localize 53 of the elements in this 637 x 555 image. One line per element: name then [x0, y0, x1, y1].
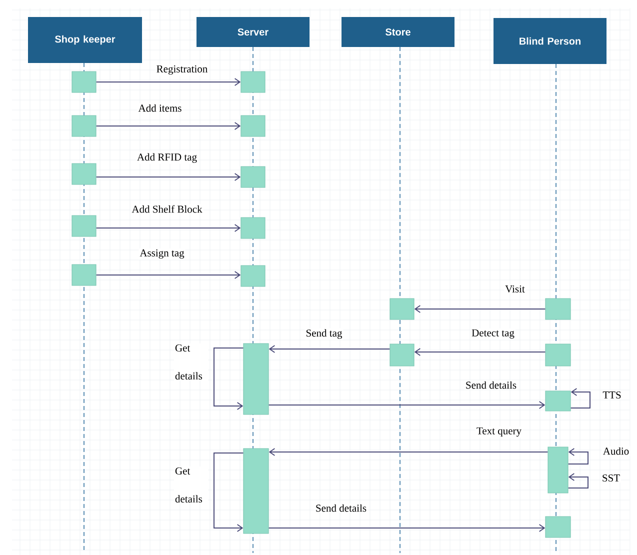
activation-box	[240, 166, 266, 188]
activation-box	[545, 344, 571, 366]
arrow	[214, 452, 244, 532]
activation-box	[240, 71, 266, 93]
edge-label: Detect tag	[470, 328, 516, 340]
arrow	[96, 224, 241, 232]
arrow	[570, 388, 590, 408]
arrow	[568, 448, 588, 464]
edge-label: Audio	[602, 446, 630, 456]
activation-box	[240, 217, 266, 239]
arrow	[414, 305, 546, 313]
arrow	[568, 473, 588, 488]
activation-box	[545, 516, 571, 538]
arrow	[214, 348, 244, 410]
activation-box	[240, 265, 266, 287]
arrow	[268, 524, 546, 532]
activation-box	[390, 298, 414, 320]
edge-label: Send tag	[304, 328, 344, 340]
activation-box	[240, 115, 266, 137]
edge-label: Get details	[174, 466, 208, 504]
activation-box	[545, 390, 571, 412]
activation-box	[72, 215, 96, 237]
activation-box	[72, 71, 96, 93]
arrow	[268, 448, 548, 456]
arrow	[96, 271, 241, 279]
edge-label: Visit	[504, 284, 526, 294]
lifeline-header: Shop keeper	[28, 17, 142, 63]
arrow	[268, 401, 546, 409]
edge-label: Send details	[314, 503, 368, 513]
lifeline-header: Server	[196, 17, 310, 47]
edge-label: Add RFID tag	[136, 152, 198, 164]
edge-label: Get details	[174, 343, 208, 381]
arrow	[96, 173, 241, 181]
edge-label: Add Shelf Block	[130, 204, 204, 214]
edge-label: Assign tag	[138, 248, 186, 260]
edge-label: SST	[600, 473, 622, 483]
lifeline-header: Blind Person	[494, 18, 606, 64]
activation-box	[548, 446, 568, 494]
activation-box	[390, 344, 414, 366]
activation-box	[545, 298, 571, 320]
arrow	[268, 345, 390, 353]
activation-box	[243, 448, 269, 534]
edge-label: Add items	[137, 103, 183, 113]
arrow	[414, 348, 546, 356]
arrow	[96, 122, 241, 130]
arrow	[96, 78, 241, 86]
edge-label: Registration	[155, 64, 209, 76]
edge-label: Text query	[475, 426, 523, 438]
activation-box	[72, 163, 96, 185]
activation-box	[243, 343, 269, 415]
lifeline-header: Store	[342, 17, 454, 47]
activation-box	[72, 264, 96, 286]
activation-box	[72, 115, 96, 137]
